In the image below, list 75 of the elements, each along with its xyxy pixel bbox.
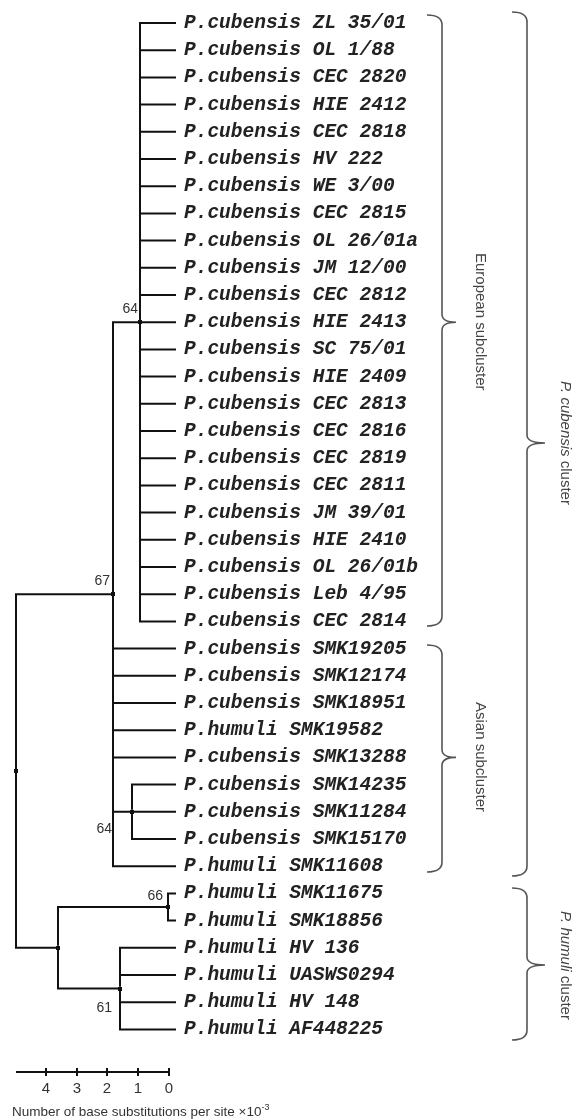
taxon-label: P.cubensis SMK13288	[176, 744, 407, 771]
branch-node	[130, 809, 134, 814]
taxon-label: P.cubensis CEC 2812	[176, 282, 407, 308]
tree-branch	[15, 772, 57, 949]
tree-branch	[15, 593, 112, 770]
taxon-label: P.humuli AF448225	[176, 1016, 383, 1043]
taxon-label: P.humuli SMK18856	[176, 907, 383, 934]
taxon-label: P.cubensis CEC 2811	[176, 472, 407, 499]
branch-node	[166, 905, 170, 909]
cluster-label: European subcluster	[472, 253, 490, 391]
taxon-label: P.humuli SMK11675	[176, 880, 383, 907]
tree-branch	[119, 974, 177, 988]
taxon-label: P.cubensis WE 3/00	[176, 173, 395, 200]
branch-node	[111, 592, 115, 597]
tree-branch	[167, 892, 177, 906]
taxon-label: P.cubensis CEC 2813	[176, 390, 407, 417]
tree-branch	[131, 783, 177, 811]
axis-caption: Number of base substitutions per site ×10$^{-3}$	[12, 1101, 270, 1119]
taxon-label: P.humuli SMK11608	[176, 853, 383, 880]
taxon-label: P.cubensis SMK19205	[176, 635, 407, 662]
taxon-label: P.cubensis HIE 2413	[176, 309, 407, 336]
bootstrap-value: 67	[94, 572, 110, 589]
taxon-label: P.cubensis JM 12/00	[176, 254, 407, 281]
taxon-label: P.cubensis SMK12174	[176, 662, 407, 689]
tree-branch	[141, 321, 177, 324]
tree-branch	[133, 810, 177, 813]
branch-node	[56, 945, 60, 950]
taxon-label: P.cubensis CEC 2816	[176, 418, 407, 444]
bootstrap-value: 66	[147, 887, 163, 903]
bootstrap-value: 61	[96, 998, 112, 1015]
tree-branch	[57, 948, 119, 990]
taxon-label: P.cubensis OL 26/01b	[176, 554, 419, 580]
taxon-label: P.cubensis HIE 2412	[176, 91, 407, 118]
taxon-label: P.cubensis SC 75/01	[176, 336, 407, 363]
taxon-label: P.cubensis CEC 2819	[176, 445, 407, 472]
taxon-label: P.cubensis SMK15170	[176, 826, 407, 852]
taxon-label: P.cubensis HIE 2410	[176, 526, 407, 553]
tick-label: 0	[163, 1080, 175, 1096]
tree-branch	[119, 989, 177, 1031]
taxon-label: P.cubensis JM 39/01	[176, 499, 407, 526]
bootstrap-value: 64	[96, 819, 112, 836]
taxon-label: P.cubensis CEC 2818	[176, 118, 407, 145]
taxon-label: P.cubensis CEC 2815	[176, 200, 407, 227]
taxon-label: P.humuli UASWS0294	[176, 962, 395, 988]
tree-branch	[139, 294, 177, 322]
branch-node	[14, 769, 18, 773]
branch-node	[138, 320, 142, 325]
tick-label: 1	[132, 1080, 144, 1096]
taxon-label: P.cubensis CEC 2814	[176, 608, 407, 635]
tree-branch	[112, 321, 139, 594]
cluster-label: P. cubensis cluster	[557, 381, 575, 505]
tree-branch	[167, 908, 177, 922]
taxon-label: P.humuli SMK19582	[176, 717, 383, 744]
tick-label: 2	[101, 1080, 113, 1096]
tick-label: 4	[40, 1080, 52, 1096]
taxon-label: P.cubensis CEC 2820	[176, 64, 407, 91]
taxon-label: P.cubensis OL 1/88	[176, 37, 395, 64]
taxon-label: P.cubensis HV 222	[176, 146, 383, 172]
tree-branch	[112, 595, 177, 868]
tree-branch	[57, 906, 167, 947]
taxon-label: P.cubensis Leb 4/95	[176, 581, 407, 608]
bootstrap-value: 64	[122, 300, 138, 317]
taxon-label: P.humuli HV 148	[176, 989, 360, 1016]
tick-label: 3	[71, 1080, 83, 1096]
cluster-label: Asian subcluster	[472, 702, 490, 813]
taxon-label: P.humuli HV 136	[176, 934, 360, 961]
tree-branch	[131, 812, 177, 840]
taxon-label: P.cubensis HIE 2409	[176, 363, 407, 390]
taxon-label: P.cubensis ZL 35/01	[176, 10, 407, 36]
taxon-label: P.cubensis OL 26/01a	[176, 227, 419, 254]
taxon-label: P.cubensis SMK18951	[176, 690, 407, 716]
taxon-label: P.cubensis SMK14235	[176, 771, 407, 798]
cluster-label: P. humuli cluster	[557, 910, 575, 1020]
branch-node	[118, 986, 122, 991]
taxon-label: P.cubensis SMK11284	[176, 798, 407, 825]
